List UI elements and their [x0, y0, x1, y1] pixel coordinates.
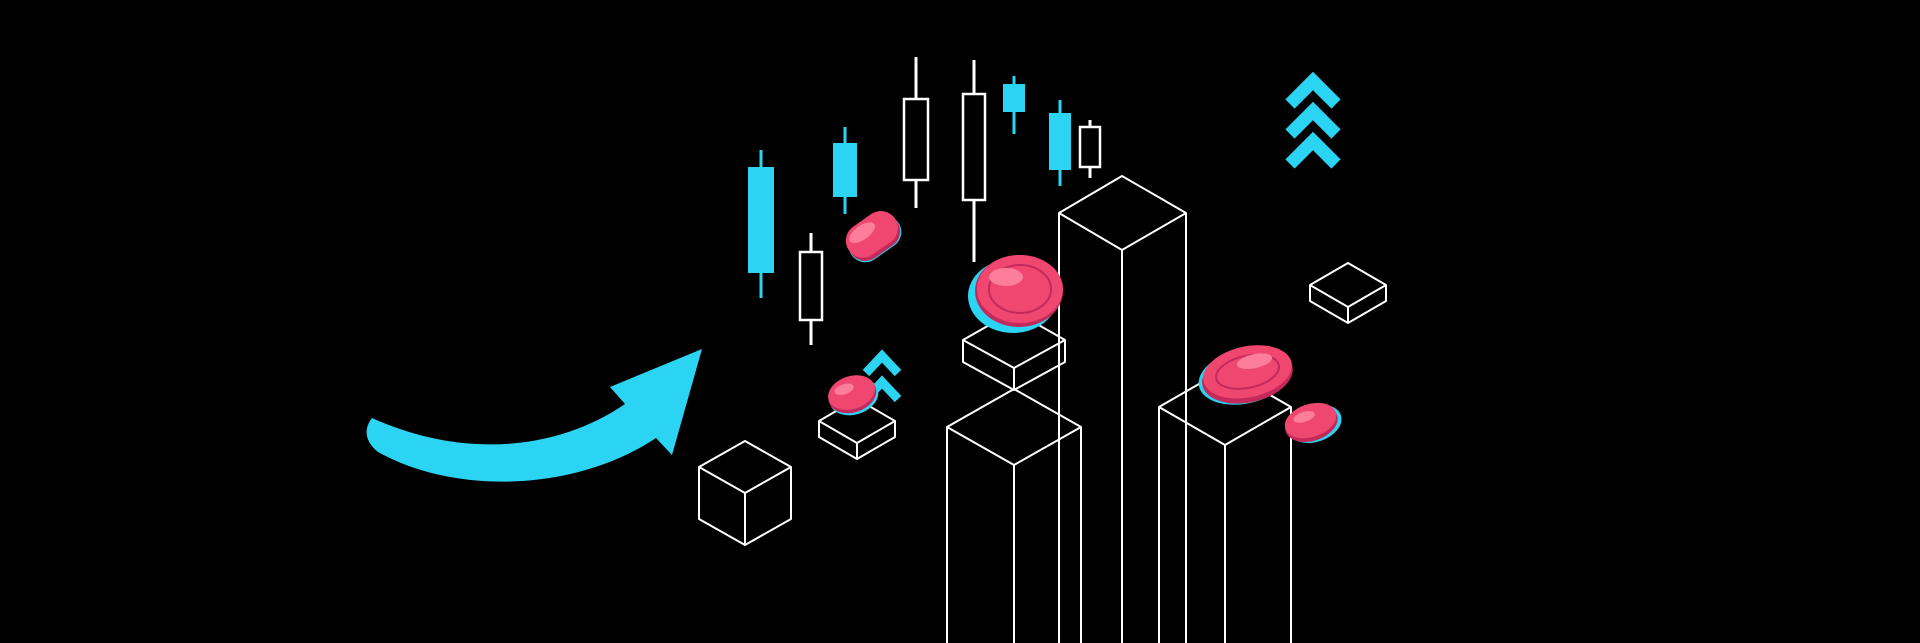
- candlestick-up-icon: [748, 150, 774, 298]
- coin-face: [828, 375, 875, 410]
- candle-body: [1049, 113, 1071, 170]
- coin-icon: [845, 211, 902, 263]
- coin-icon: [968, 255, 1063, 333]
- floating-coins: [828, 211, 1342, 444]
- coin-inner-ring: [1215, 353, 1281, 390]
- candle-body: [961, 92, 987, 202]
- candle-body: [1003, 84, 1025, 112]
- cube-side-edges: [946, 427, 1082, 643]
- candlestick-hollow-icon: [902, 57, 930, 208]
- candle-body: [833, 143, 857, 197]
- coin-highlight: [1236, 353, 1273, 369]
- coin-highlight: [989, 268, 1023, 286]
- triple-chevron-up-icon: [1285, 71, 1341, 169]
- coin-face: [1284, 402, 1337, 439]
- candlestick-hollow-icon: [961, 60, 987, 262]
- coin-highlight: [849, 222, 876, 243]
- cube-side-edges: [1309, 285, 1387, 324]
- chevron-up-icon: [1285, 101, 1341, 139]
- candlestick-hollow-icon: [1078, 120, 1102, 178]
- candlestick-hollow-icon: [798, 233, 824, 345]
- coin-highlight: [1293, 411, 1315, 423]
- coin-icon: [1284, 402, 1342, 444]
- wireframe-cube: [698, 440, 792, 546]
- coin-icon: [828, 375, 879, 416]
- candle-body: [748, 167, 774, 273]
- chevron-up-icon: [862, 349, 902, 377]
- candle-body: [902, 97, 930, 182]
- wireframe-3d-bars: [698, 175, 1387, 643]
- cube-side-edges: [698, 467, 792, 546]
- cube-top-face: [1058, 175, 1187, 251]
- coin-face: [845, 211, 898, 258]
- cube-top-face: [698, 440, 792, 494]
- wireframe-column: [1058, 175, 1187, 643]
- candlestick-up-icon: [833, 127, 857, 214]
- wireframe-slab: [818, 398, 896, 460]
- cube-top-face: [946, 388, 1082, 466]
- cube-side-edges: [818, 421, 896, 460]
- wireframe-column: [946, 388, 1082, 643]
- candle-body: [1078, 125, 1102, 169]
- candlestick-up-icon: [1049, 100, 1071, 186]
- coin-inner-ring: [988, 264, 1052, 314]
- cube-side-edges: [1158, 407, 1292, 643]
- wireframe-slab: [1309, 262, 1387, 324]
- chevron-up-icon: [1285, 71, 1341, 109]
- candle-body: [798, 250, 824, 322]
- chevron-up-icon: [1285, 131, 1341, 169]
- candlestick-up-icon: [1003, 76, 1025, 134]
- coin-icon: [1198, 345, 1293, 405]
- wireframe-column: [1158, 368, 1292, 643]
- growth-arrow-icon: [366, 349, 702, 482]
- coin-highlight: [834, 383, 854, 395]
- candlestick-chart-icon: [748, 57, 1102, 345]
- cube-top-face: [1309, 262, 1387, 308]
